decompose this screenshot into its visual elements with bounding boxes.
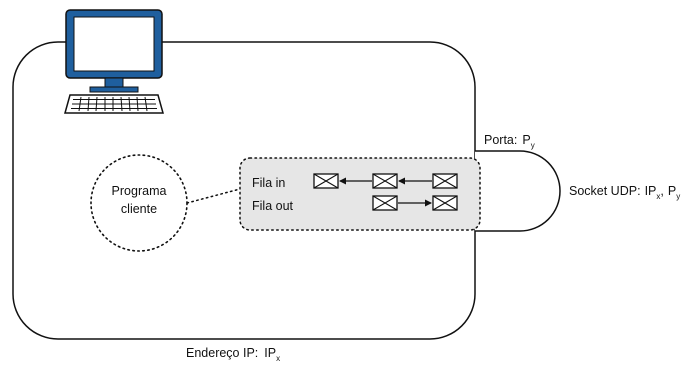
queue-out-label: Fila out xyxy=(252,199,294,213)
envelope-icon xyxy=(432,173,458,189)
program-label-line2: cliente xyxy=(121,202,157,216)
desktop-computer-icon xyxy=(64,9,164,114)
socket-buffer-area xyxy=(239,157,481,231)
program-socket-connector xyxy=(186,188,241,204)
envelope-icon xyxy=(432,195,458,211)
socket-label: Socket UDP:IPx,Py xyxy=(569,184,680,201)
ip-address-label: Endereço IP:IPx xyxy=(186,346,280,363)
envelope-icon xyxy=(372,195,398,211)
socket-shape xyxy=(475,150,561,232)
envelope-icon xyxy=(372,173,398,189)
envelope-icon xyxy=(313,173,339,189)
port-label: Porta:Py xyxy=(484,133,535,150)
program-label-line1: Programa xyxy=(112,184,167,198)
queue-in-label: Fila in xyxy=(252,176,285,190)
